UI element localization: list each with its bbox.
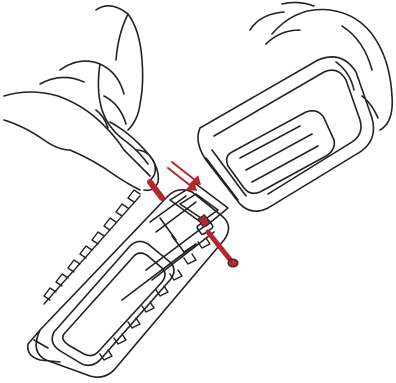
upper-housing: [198, 57, 374, 211]
rail-teeth-bottom: [100, 238, 210, 360]
left-hand-icon: [4, 6, 158, 191]
motion-arrow-icon: [168, 162, 200, 190]
rail-teeth-top: [44, 190, 140, 304]
joint-block: [170, 184, 228, 235]
right-hand-icon: [250, 2, 392, 130]
